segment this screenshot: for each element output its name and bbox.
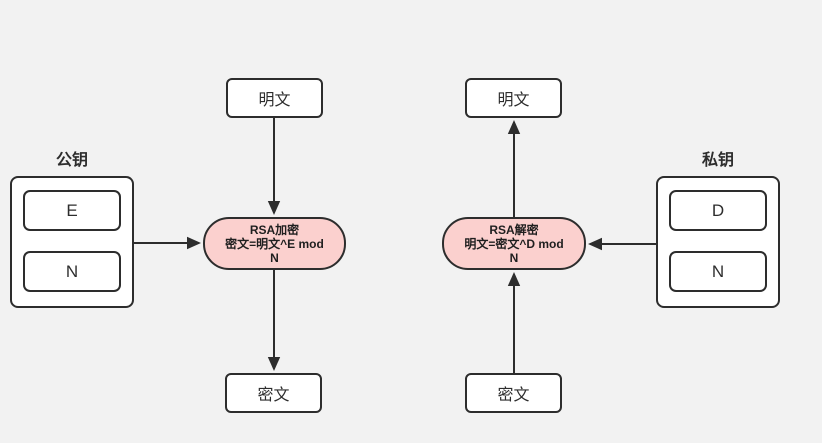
plaintext-label-encrypt: 明文 (258, 92, 291, 109)
private-key-container: D N (656, 176, 780, 308)
encrypt-process-title: RSA加密 (249, 222, 300, 237)
ciphertext-node-decrypt: 密文 (465, 373, 562, 413)
private-key-title: 私钥 (701, 152, 734, 169)
public-key-part-n: N (23, 251, 121, 292)
private-key-part-d: D (669, 190, 767, 231)
decrypt-process-title: RSA解密 (489, 222, 539, 237)
ciphertext-label-encrypt: 密文 (257, 387, 290, 404)
ciphertext-label-decrypt: 密文 (497, 387, 530, 404)
decrypt-formula-line2: N (509, 250, 519, 265)
rsa-encrypt-process-node: RSA加密 密文=明文^E mod N (203, 217, 346, 270)
decrypt-formula-line1: 明文=密文^D mod (464, 236, 564, 251)
public-key-title: 公钥 (55, 152, 88, 169)
encrypt-formula-line1: 密文=明文^E mod (225, 236, 324, 251)
public-key-container: E N (10, 176, 134, 308)
plaintext-label-decrypt: 明文 (497, 92, 530, 109)
encrypt-formula-line2: N (270, 250, 279, 265)
public-key-part-e: E (23, 190, 121, 231)
plaintext-node-encrypt: 明文 (226, 78, 323, 118)
plaintext-node-decrypt: 明文 (465, 78, 562, 118)
private-key-part-n: N (669, 251, 767, 292)
ciphertext-node-encrypt: 密文 (225, 373, 322, 413)
rsa-decrypt-process-node: RSA解密 明文=密文^D mod N (442, 217, 586, 270)
